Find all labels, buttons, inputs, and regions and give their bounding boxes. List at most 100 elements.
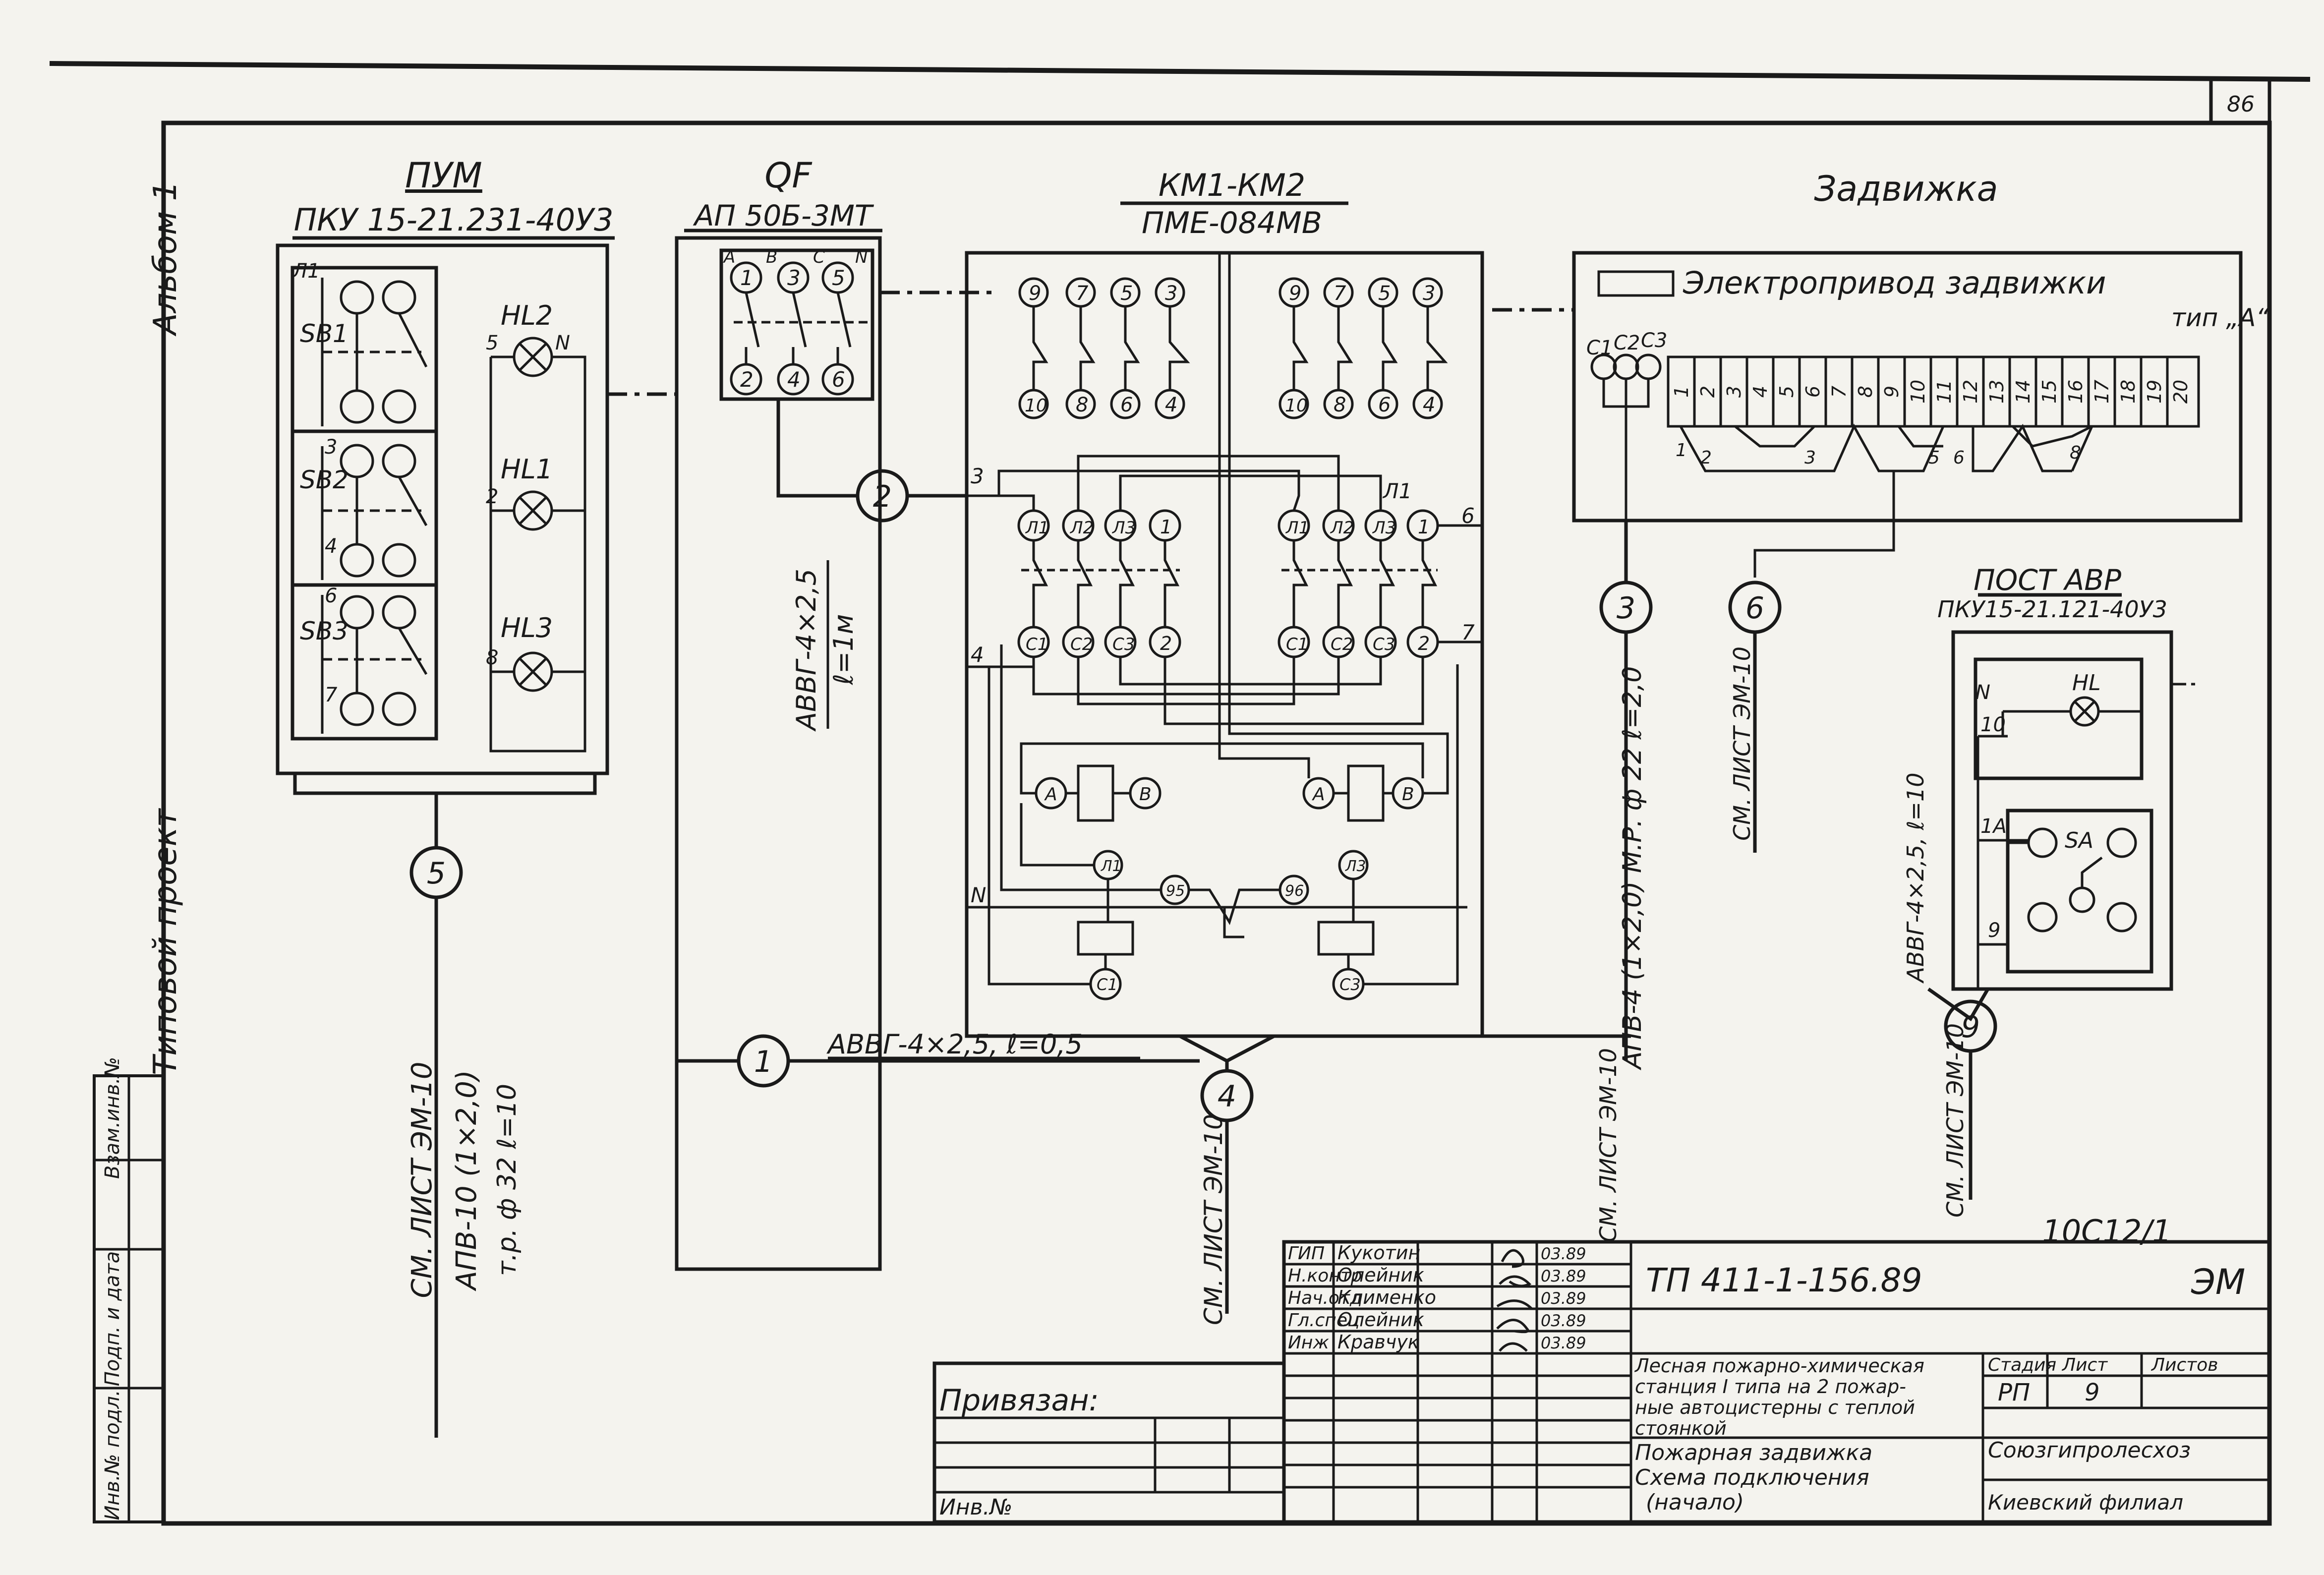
qf-bot-6: 6: [832, 367, 845, 392]
vt-10: 10: [1907, 380, 1929, 404]
qf-bot-2: 2: [740, 367, 754, 392]
sheet-value: 9: [2085, 1379, 2100, 1406]
km-coil-b1: В: [1139, 784, 1152, 805]
vj-5: 5: [1928, 448, 1940, 468]
km-out-2b: 2: [1418, 633, 1430, 654]
pum-cable-pipe: т.р. ф 32 ℓ=10: [492, 1084, 522, 1276]
valve-motor-c1: С1: [1586, 337, 1613, 359]
strip-inv: Инв.№ подл.: [101, 1390, 124, 1520]
km-in-1b: 1: [1418, 516, 1430, 538]
vt-16: 16: [2065, 380, 2087, 404]
valve-block: Задвижка Электропривод задвижки тип „А“: [1572, 169, 2269, 1070]
avr-term-10: 10: [1980, 713, 2006, 736]
cable3-type: АПВ-4 (1×2,0) М.Р. ф 22 ℓ=2,0: [1618, 666, 1647, 1070]
qf-block: QF АП 50Б-3МТ 1 3 5 2 4 6 А В С N 2 АВВГ…: [675, 155, 967, 1271]
avr-cable-no: 9: [1961, 1010, 1980, 1045]
role-gip: ГИП: [1288, 1243, 1325, 1264]
km-wire-l1: Л1: [1382, 479, 1412, 503]
strip-replace: Взам.инв.№: [101, 1057, 124, 1179]
vt-14: 14: [2012, 380, 2034, 404]
km-wire-7: 7: [1461, 620, 1475, 644]
avr-model: ПКУ15-21.121-40У3: [1937, 596, 2167, 623]
vt-19: 19: [2144, 380, 2165, 404]
km-wire-3: 3: [971, 464, 984, 488]
avr-term-n: N: [1975, 681, 1990, 704]
km-top-9a: 9: [1029, 282, 1041, 305]
km-aux-96: 96: [1285, 882, 1304, 900]
sheet-number-top: 86: [2227, 92, 2255, 117]
pum-term-4: 4: [325, 535, 337, 558]
cable-bus: 1 АВВГ-4×2,5, ℓ=0,5 4 СМ. ЛИСТ ЭМ-10 СМ.…: [677, 1029, 1631, 1325]
km-bot-4a: 4: [1165, 394, 1177, 416]
km-out-c1b: С1: [1286, 635, 1308, 654]
qf-term-n: N: [855, 247, 868, 267]
km-top-3b: 3: [1423, 282, 1435, 305]
pum-term-6: 6: [325, 584, 337, 607]
km-out-c2b: С2: [1331, 635, 1353, 654]
object-line4: стоянкой: [1635, 1417, 1727, 1439]
cable-right-ref: СМ. ЛИСТ ЭМ-10: [1595, 1048, 1622, 1242]
sheet-title-1: Пожарная задвижка: [1635, 1440, 1872, 1465]
date-1: 03.89: [1541, 1267, 1586, 1285]
km-block: КМ1-КМ2 ПМЕ-084МВ 9 7 5 3 9 7 5 3 10 8 6: [965, 167, 1484, 1038]
vt-6: 6: [1802, 386, 1824, 398]
vt-13: 13: [1986, 380, 2008, 404]
pum-title: ПУМ: [405, 155, 482, 196]
org-name: Союзгипролесхоз: [1988, 1438, 2191, 1463]
qf-top-3: 3: [787, 266, 801, 290]
qf-top-1: 1: [740, 266, 754, 290]
valve-title: Задвижка: [1814, 169, 1998, 209]
km-in-l2a: Л2: [1069, 518, 1094, 538]
signatures: [1496, 1249, 1533, 1352]
km-title: КМ1-КМ2: [1159, 167, 1305, 203]
km-top-5b: 5: [1378, 282, 1391, 305]
stage-header: Стадия: [1988, 1355, 2056, 1375]
valve-type: тип „А“: [2171, 303, 2269, 332]
pum-cable-ref: СМ. ЛИСТ ЭМ-10: [406, 1061, 438, 1298]
vt-12: 12: [1960, 380, 1981, 404]
sheet-header: Лист: [2061, 1355, 2108, 1375]
vt-20: 20: [2170, 380, 2192, 404]
cable1-type: АВВГ-4×2,5, ℓ=0,5: [826, 1029, 1083, 1060]
vj-2: 2: [1700, 448, 1712, 468]
avr-title: ПОСТ АВР: [1974, 563, 2121, 597]
sb3-label: SB3: [300, 617, 349, 645]
qf-cable-no: 2: [873, 479, 892, 514]
km-therm-c1: С1: [1097, 975, 1118, 994]
sheet-title-2: Схема подключения: [1635, 1465, 1869, 1490]
km-aux-95: 95: [1166, 882, 1185, 900]
sheets-header: Листов: [2150, 1355, 2218, 1375]
inv-label: Инв.№: [939, 1495, 1012, 1520]
km-in-l1a: Л1: [1025, 518, 1049, 538]
pum-term-n: N: [555, 332, 570, 354]
km-in-l1b: Л1: [1285, 518, 1309, 538]
avr-term-1a: 1А: [1980, 815, 2007, 838]
avr-cable-ref: СМ. ЛИСТ ЭМ-10: [1942, 1023, 1969, 1218]
km-bot-8a: 8: [1076, 394, 1088, 416]
km-bot-10a: 10: [1025, 396, 1047, 416]
role-nachotd: Нач.отд: [1288, 1288, 1362, 1308]
km-aux-l3: Л3: [1345, 858, 1366, 875]
pum-term-7: 7: [325, 684, 338, 706]
avr-cable-type: АВВГ-4×2,5, ℓ=10: [1902, 772, 1929, 984]
hl1-label: HL1: [501, 454, 553, 485]
name-2: Клименко: [1337, 1286, 1436, 1308]
km-bot-10b: 10: [1285, 396, 1308, 416]
km-top-3a: 3: [1165, 282, 1177, 305]
date-4: 03.89: [1541, 1334, 1586, 1352]
vt-5: 5: [1776, 386, 1798, 398]
avr-block: ПОСТ АВР ПКУ15-21.121-40У3 HL SA N 10 1А…: [1902, 563, 2196, 1218]
name-4: Кравчук: [1337, 1331, 1419, 1353]
km-coil-a2: А: [1312, 784, 1325, 805]
name-3: Олейник: [1337, 1309, 1424, 1331]
pum-term-3: 3: [325, 436, 337, 459]
cable4-ref: СМ. ЛИСТ ЭМ-10: [1199, 1114, 1228, 1325]
object-line2: станция I типа на 2 пожар-: [1635, 1376, 1906, 1398]
km-wire-4: 4: [971, 642, 984, 667]
name-1: Олейник: [1337, 1264, 1424, 1286]
pum-block: ПУМ ПКУ 15-21.231-40У3 SB1 SB2 SB3 Л1 3 …: [276, 155, 615, 1438]
drawing-stamp-code: 10С12/1: [2042, 1213, 2171, 1249]
km-out-c1a: С1: [1026, 635, 1048, 654]
object-line1: Лесная пожарно-химическая: [1634, 1355, 1924, 1377]
